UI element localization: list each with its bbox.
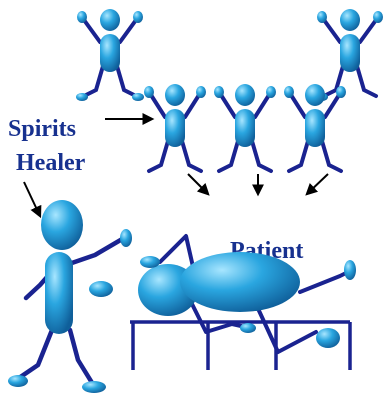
spirit-figure-4: [214, 84, 276, 171]
patient-figure: [138, 236, 356, 352]
spirit-figure-5: [284, 84, 346, 171]
spirit-figure-1: [76, 9, 144, 101]
spirits-group: [76, 9, 383, 171]
arrow-down-left: [188, 174, 208, 194]
spirit-figure-2: [316, 9, 383, 101]
healer-label: Healer: [16, 150, 86, 176]
arrow-to-healer: [24, 182, 40, 216]
spirit-figure-3: [144, 84, 206, 171]
healer-figure: [8, 200, 132, 393]
arrow-down-right: [307, 174, 328, 194]
spirits-label: Spirits: [8, 116, 76, 142]
table: [130, 322, 350, 370]
